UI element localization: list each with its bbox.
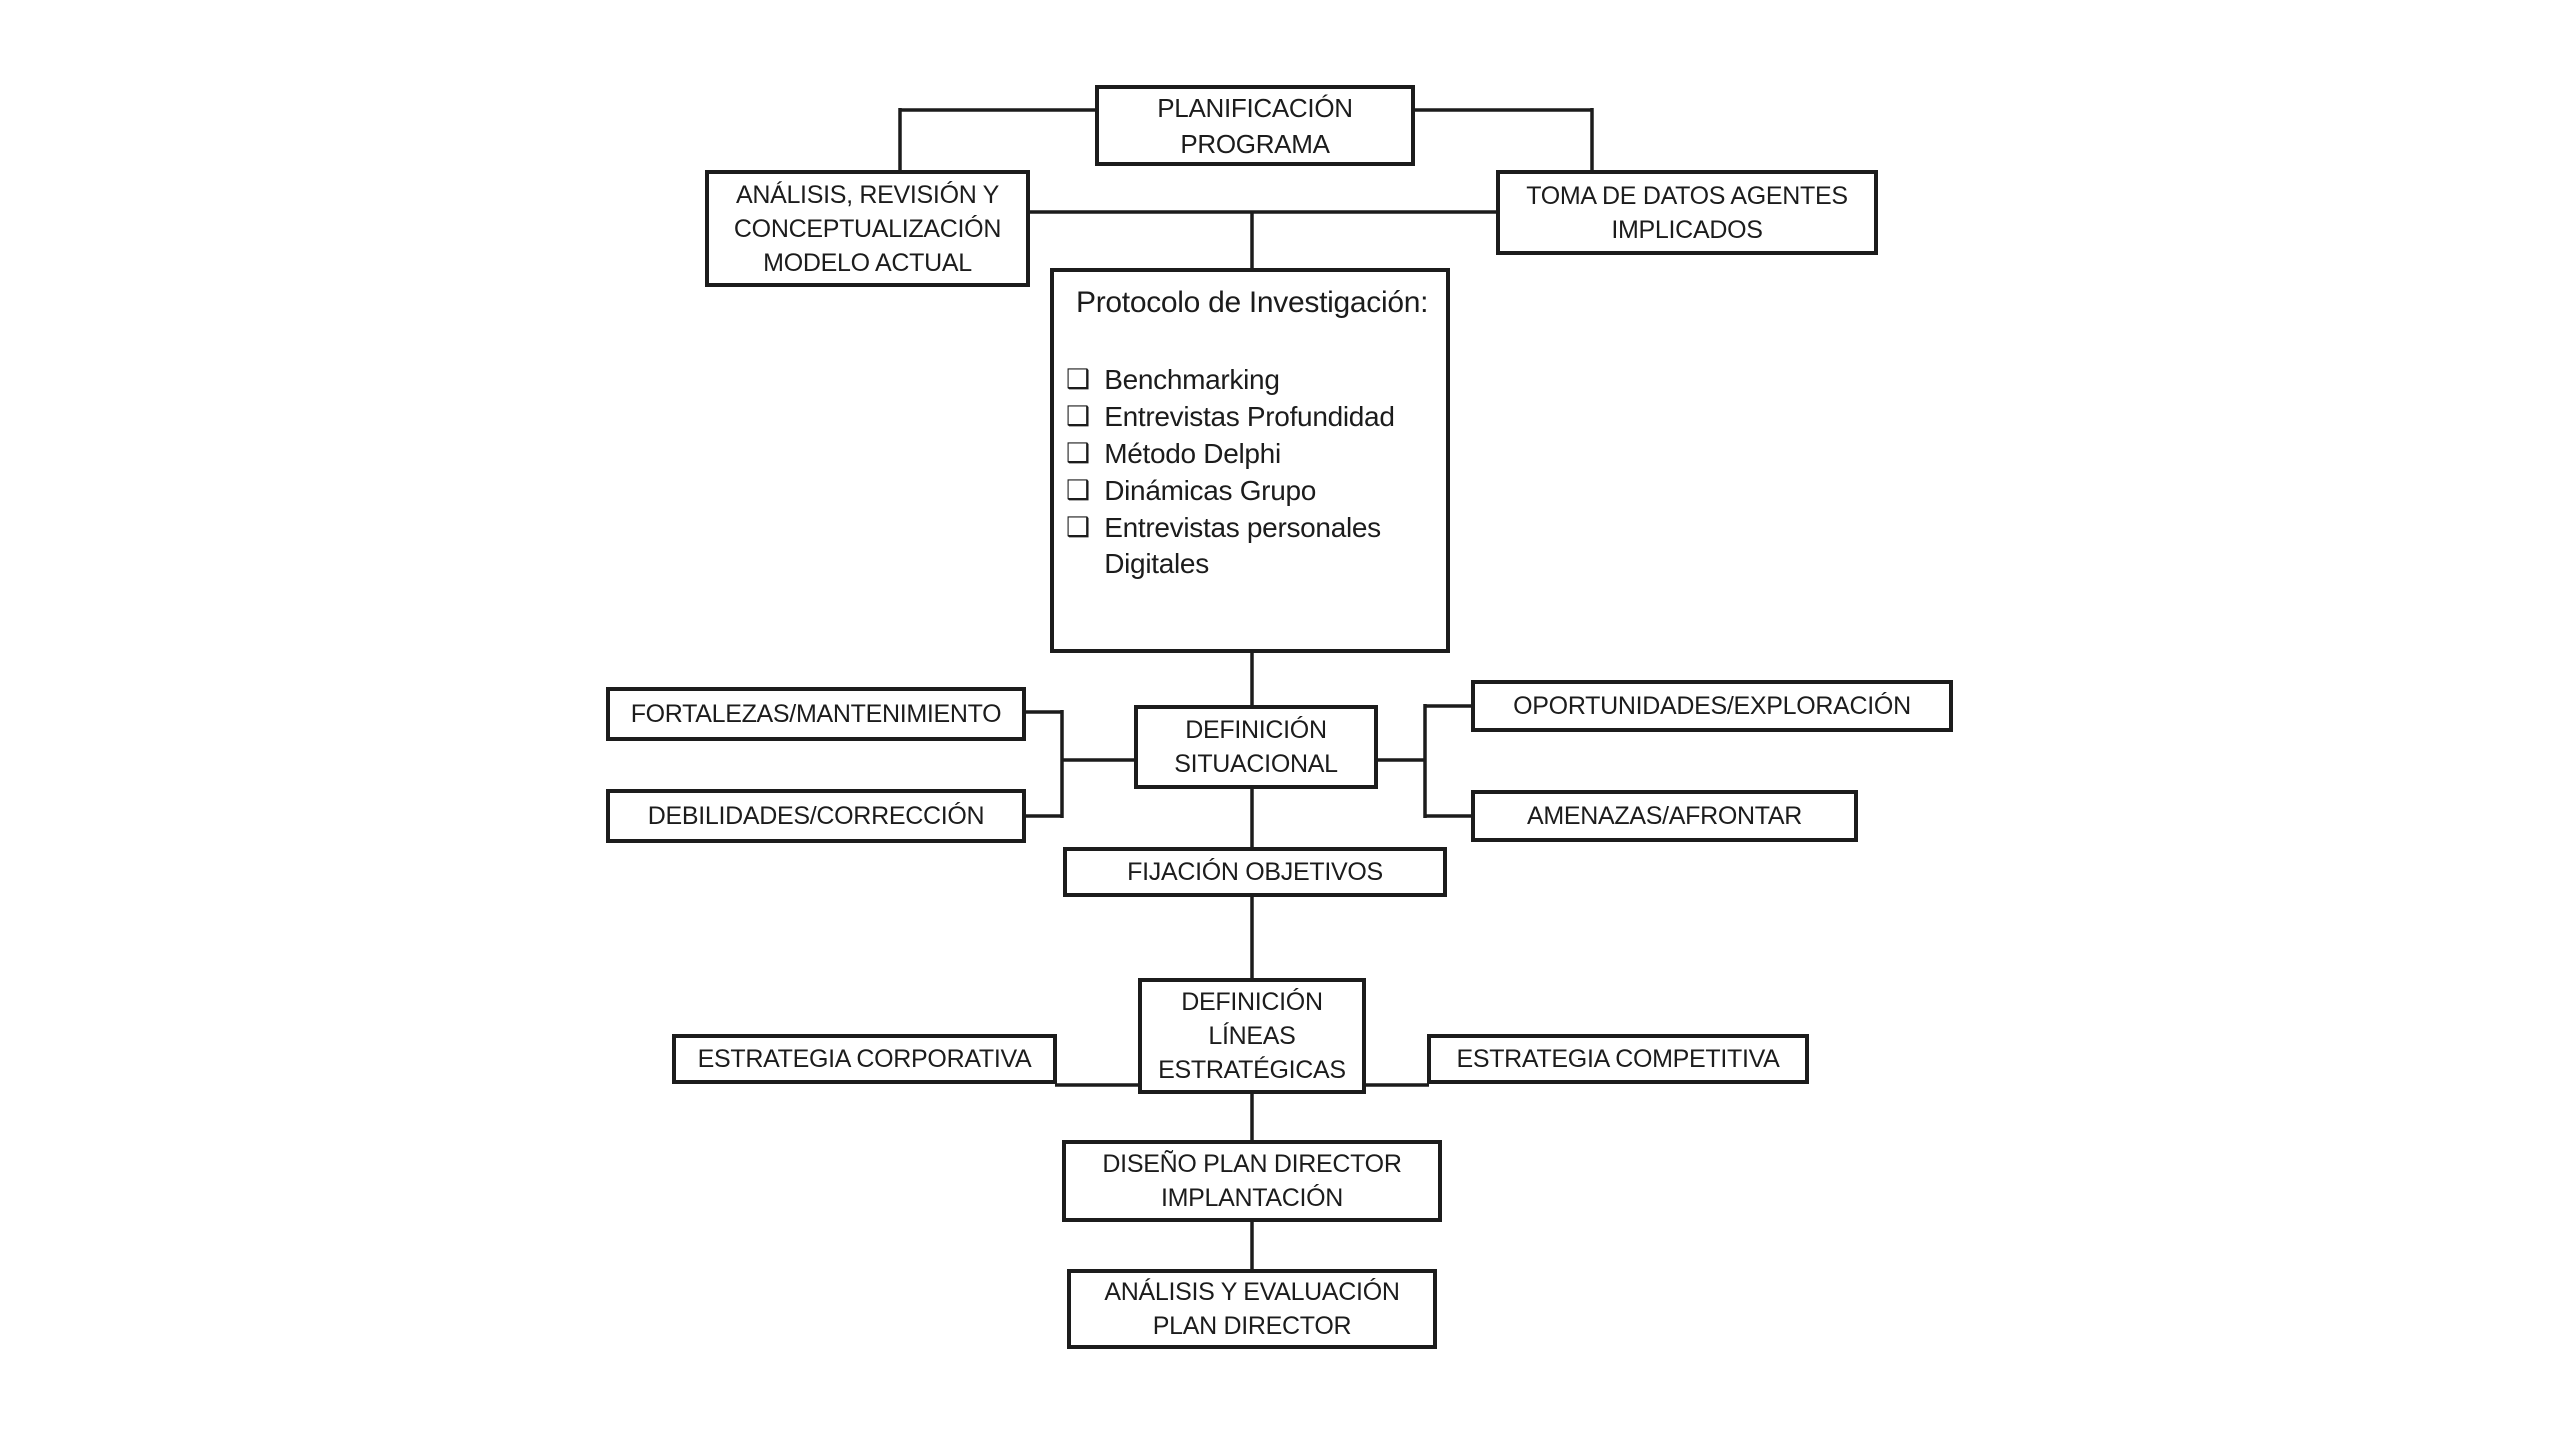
node-label: TOMA DE DATOS AGENTES IMPLICADOS (1526, 181, 1848, 244)
node-planificacion-programa: PLANIFICACIÓN PROGRAMA (1095, 85, 1415, 166)
node-fortalezas-mantenimiento: FORTALEZAS/MANTENIMIENTO (606, 687, 1026, 741)
list-item-label: Dinámicas Grupo (1104, 475, 1317, 506)
node-definicion-situacional: DEFINICIÓN SITUACIONAL (1134, 705, 1378, 789)
node-estrategia-competitiva: ESTRATEGIA COMPETITIVA (1427, 1034, 1809, 1084)
node-label: DEFINICIÓN SITUACIONAL (1174, 716, 1338, 778)
list-item: ❑ Método Delphi (1066, 436, 1430, 472)
node-label: DISEÑO PLAN DIRECTOR IMPLANTACIÓN (1102, 1150, 1402, 1212)
list-item: ❑ Benchmarking (1066, 362, 1430, 398)
list-item-label: Entrevistas personales Digitales (1104, 512, 1381, 579)
list-item-label: Entrevistas Profundidad (1104, 401, 1395, 432)
node-label: FIJACIÓN OBJETIVOS (1127, 858, 1383, 886)
node-diseno-plan-director: DISEÑO PLAN DIRECTOR IMPLANTACIÓN (1062, 1140, 1442, 1222)
protocolo-title: Protocolo de Investigación: (1076, 286, 1429, 319)
checkbox-icon: ❑ (1066, 475, 1091, 506)
node-analisis-revision-conceptualizacion: ANÁLISIS, REVISIÓN Y CONCEPTUALIZACIÓN M… (705, 170, 1030, 287)
node-definicion-lineas-estrategicas: DEFINICIÓN LÍNEAS ESTRATÉGICAS (1138, 978, 1366, 1094)
node-toma-datos-agentes: TOMA DE DATOS AGENTES IMPLICADOS (1496, 170, 1878, 255)
node-label: FORTALEZAS/MANTENIMIENTO (630, 700, 1002, 728)
node-protocolo-investigacion: Protocolo de Investigación: ❑ Benchmarki… (1050, 268, 1450, 653)
node-label: PLANIFICACIÓN PROGRAMA (1157, 92, 1353, 159)
node-fijacion-objetivos: FIJACIÓN OBJETIVOS (1063, 847, 1447, 897)
node-label: ANÁLISIS, REVISIÓN Y CONCEPTUALIZACIÓN M… (733, 180, 1002, 277)
list-item-label: Método Delphi (1104, 438, 1281, 469)
protocolo-list: ❑ Benchmarking ❑ Entrevistas Profundidad… (1066, 362, 1430, 582)
node-estrategia-corporativa: ESTRATEGIA CORPORATIVA (672, 1034, 1057, 1084)
checkbox-icon: ❑ (1066, 512, 1091, 543)
checkbox-icon: ❑ (1066, 438, 1091, 469)
node-label: AMENAZAS/AFRONTAR (1526, 802, 1802, 830)
node-label: ESTRATEGIA COMPETITIVA (1456, 1045, 1780, 1073)
node-label: DEBILIDADES/CORRECCIÓN (647, 802, 985, 830)
list-item: ❑ Dinámicas Grupo (1066, 473, 1430, 509)
checkbox-icon: ❑ (1066, 364, 1091, 395)
node-label: ESTRATEGIA CORPORATIVA (697, 1045, 1032, 1073)
list-item: ❑ Entrevistas personales Digitales (1066, 510, 1430, 582)
node-amenazas-afrontar: AMENAZAS/AFRONTAR (1471, 790, 1858, 842)
node-label: OPORTUNIDADES/EXPLORACIÓN (1513, 692, 1911, 720)
list-item: ❑ Entrevistas Profundidad (1066, 399, 1430, 435)
node-debilidades-correccion: DEBILIDADES/CORRECCIÓN (606, 789, 1026, 843)
node-oportunidades-exploracion: OPORTUNIDADES/EXPLORACIÓN (1471, 680, 1953, 732)
checkbox-icon: ❑ (1066, 401, 1091, 432)
list-item-label: Benchmarking (1104, 364, 1280, 395)
node-label: DEFINICIÓN LÍNEAS ESTRATÉGICAS (1158, 988, 1346, 1084)
node-analisis-evaluacion-plan: ANÁLISIS Y EVALUACIÓN PLAN DIRECTOR (1067, 1269, 1437, 1349)
node-label: ANÁLISIS Y EVALUACIÓN PLAN DIRECTOR (1104, 1278, 1400, 1340)
